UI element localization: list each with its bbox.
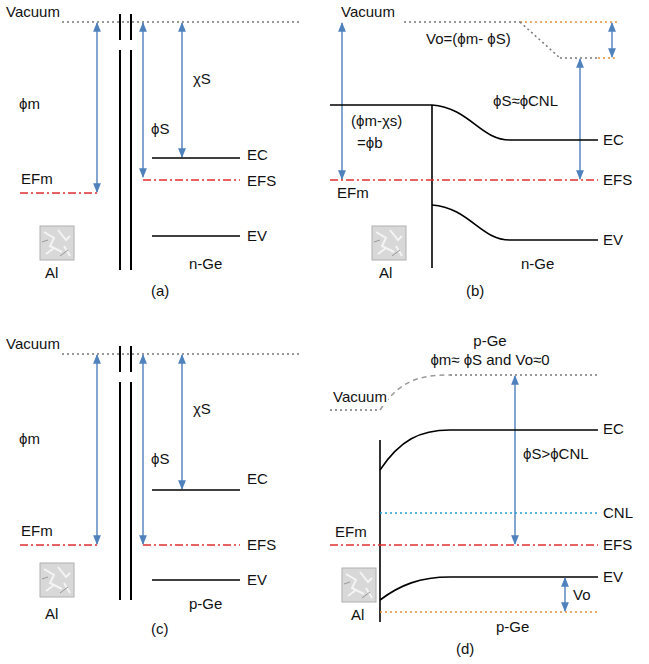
band-label: CNL [602, 504, 634, 522]
band-label: p-Ge [188, 595, 223, 613]
band-label: EFS [246, 172, 277, 190]
panel-b [330, 22, 618, 268]
band-label: (a) [150, 282, 170, 300]
band-label: EV [602, 231, 624, 249]
band-label: χS [192, 70, 212, 88]
band-label: Vacuum [332, 388, 388, 406]
band-label: (b) [465, 282, 485, 300]
band-label: EV [602, 568, 624, 586]
band-label: ϕm [18, 95, 41, 113]
band-label: EC [246, 470, 269, 488]
band-label: Vo=(ϕm- ϕS) [425, 30, 512, 48]
band-label: Al [44, 264, 59, 282]
band-label: EFS [602, 171, 633, 189]
panel-c [20, 346, 300, 600]
band-label: Al [378, 264, 393, 282]
band-label: Vacuum [5, 335, 61, 353]
band-label: ϕS>ϕCNL [522, 445, 590, 463]
band-label: p-Ge [472, 332, 507, 350]
band-label: Vacuum [340, 3, 396, 21]
band-label: (d) [455, 640, 475, 658]
band-label: χS [192, 400, 212, 418]
band-label: ϕm≈ ϕS and Vo≈0 [429, 351, 550, 369]
band-label: EFm [20, 170, 54, 188]
band-label: (ϕm-χs) [350, 112, 403, 130]
band-label: ϕS [150, 450, 170, 468]
band-label: ϕS≈ϕCNL [492, 92, 559, 110]
band-label: EFm [336, 184, 370, 202]
band-label: Vacuum [5, 3, 61, 21]
panel-a [20, 14, 300, 270]
band-label: (c) [150, 620, 170, 638]
band-label: EFS [602, 536, 633, 554]
band-label: EC [246, 146, 269, 164]
band-label: EC [602, 131, 625, 149]
band-label: EV [246, 571, 268, 589]
panel-d [330, 375, 598, 622]
band-label: EFS [246, 536, 277, 554]
band-label: Al [44, 605, 59, 623]
band-label: p-Ge [495, 618, 530, 636]
band-label: EFm [334, 523, 368, 541]
band-label: EFm [20, 522, 54, 540]
band-label: Al [350, 606, 365, 624]
band-label: n-Ge [188, 255, 223, 273]
band-label: =ϕb [356, 134, 384, 152]
band-label: Vo [572, 586, 592, 604]
band-label: EV [246, 227, 268, 245]
band-label: ϕm [18, 430, 41, 448]
band-label: ϕS [150, 120, 170, 138]
band-label: n-Ge [520, 255, 555, 273]
band-label: EC [602, 420, 625, 438]
